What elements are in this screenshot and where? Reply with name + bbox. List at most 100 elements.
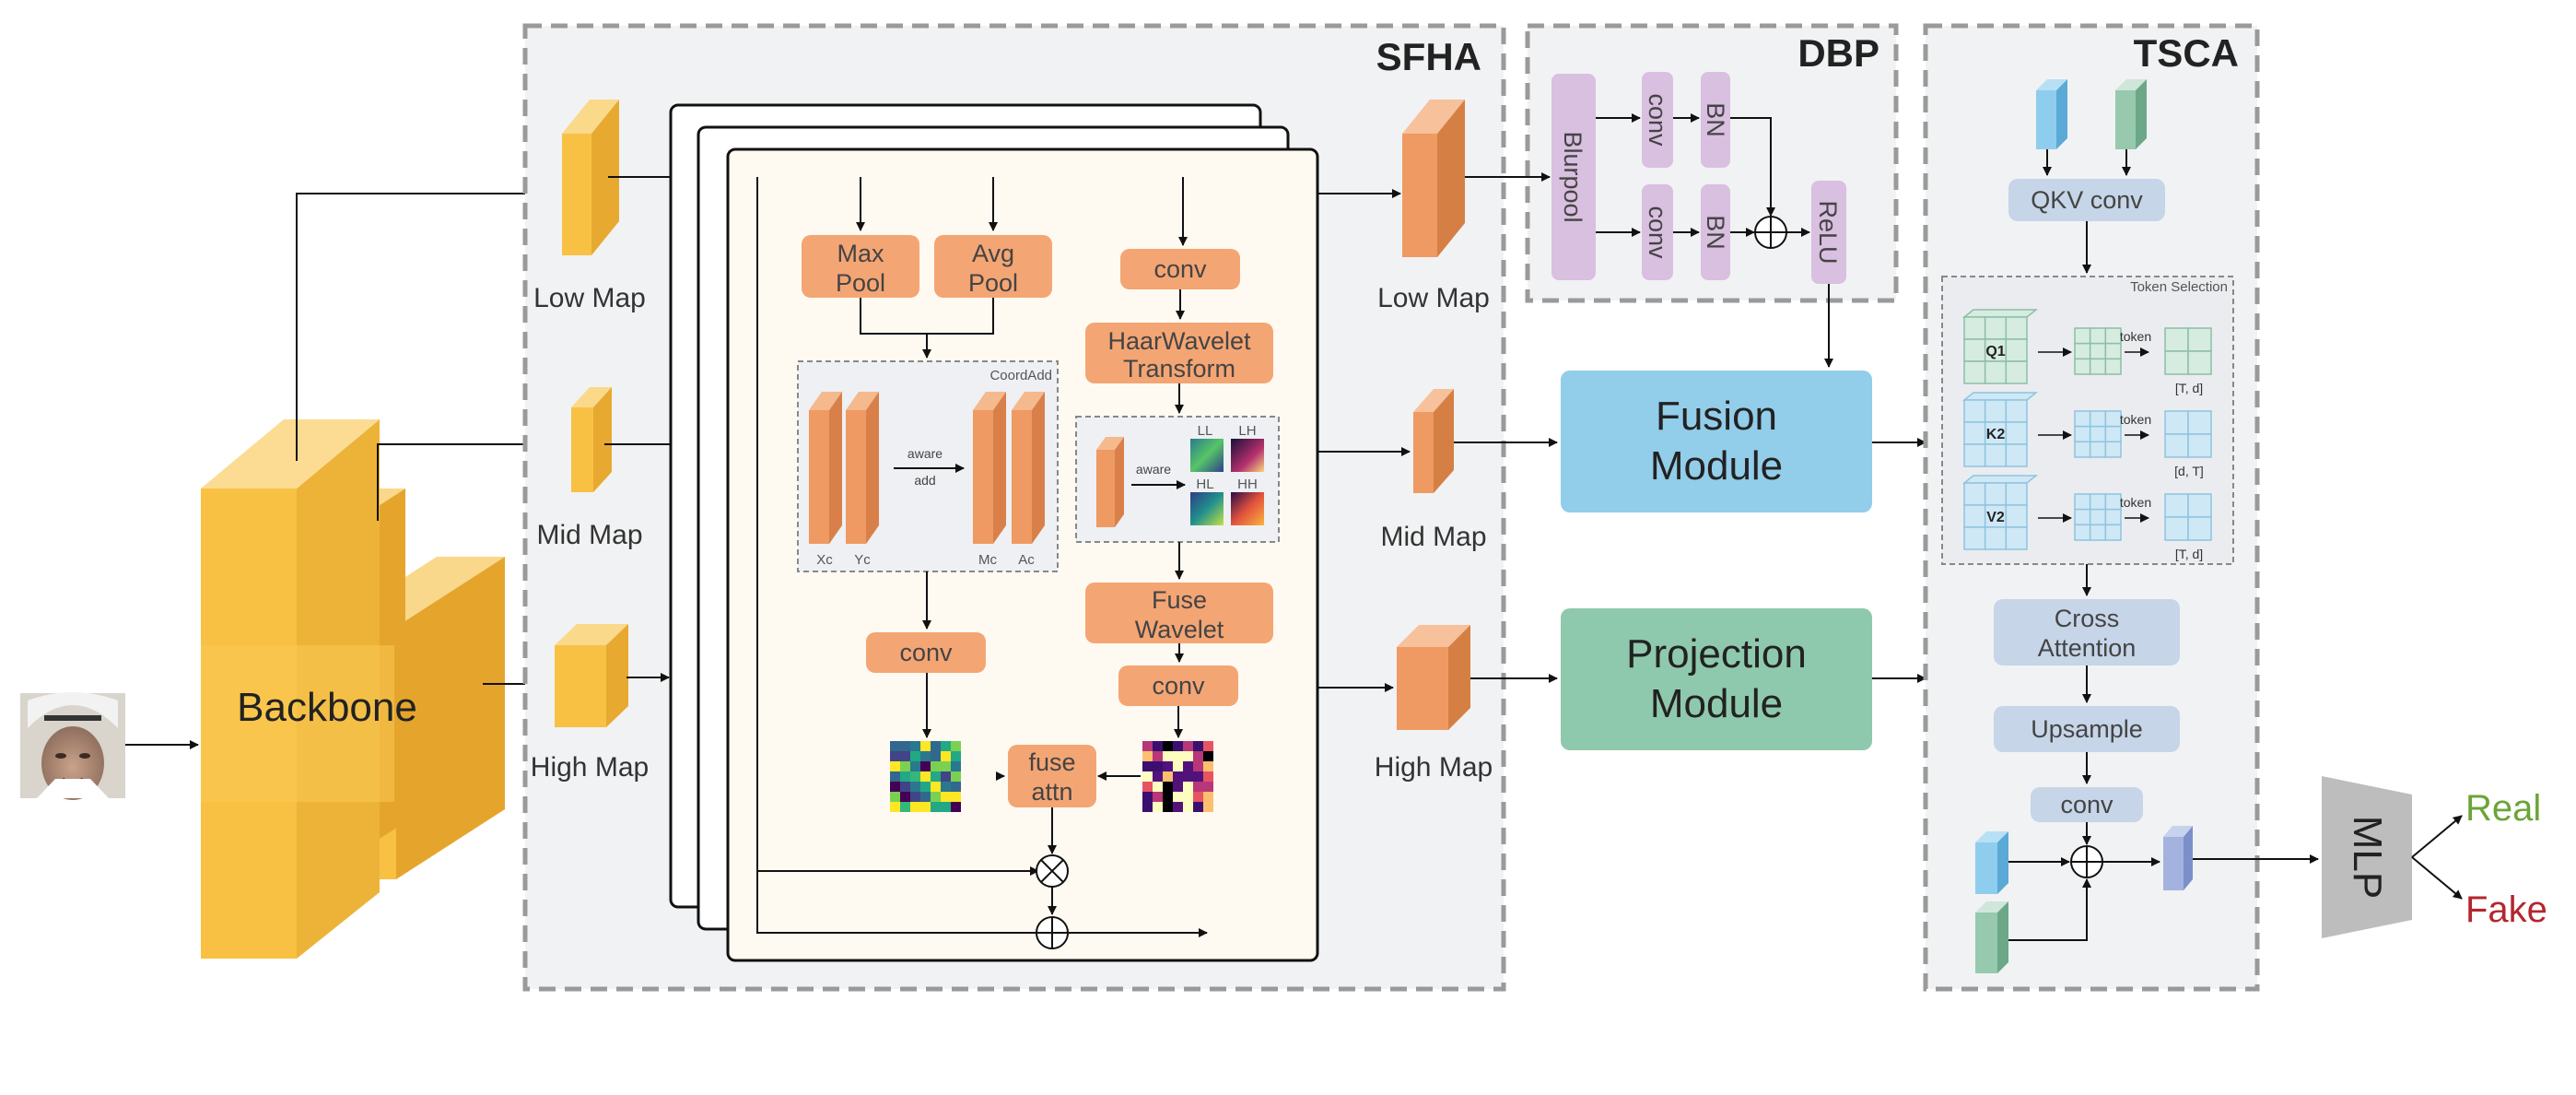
tsca-conv-box: [2031, 787, 2143, 822]
token-grid-cell: [2074, 508, 2091, 526]
dbp-conv1-label: conv: [1644, 93, 1671, 147]
token-grid-cell: [1963, 360, 1986, 384]
heatmap-right: [1142, 741, 1213, 812]
heatmap-cell: [920, 761, 931, 771]
mid-map-left-label: Mid Map: [536, 520, 642, 550]
token-grid-cell: [2089, 410, 2107, 428]
conv-left-box: [866, 632, 986, 673]
heatmap-cell: [910, 792, 920, 802]
heatmap-cell: [941, 792, 951, 802]
mlp-label: MLP: [2345, 816, 2390, 899]
heatmap-cell: [890, 792, 900, 802]
avg-pool-box: [934, 235, 1052, 298]
token-grid-cell: [1984, 443, 2008, 467]
heatmap-cell: [951, 771, 961, 782]
conv-right-box: [1118, 665, 1238, 706]
heatmap-cell: [1193, 771, 1203, 782]
token-row-name: Q1: [1985, 344, 2005, 359]
heatmap-cell: [900, 771, 910, 782]
token-grid-cell: [2187, 433, 2212, 458]
heatmap-cell: [931, 741, 941, 751]
coordadd-label: CoordAdd: [989, 368, 1052, 383]
heatmap-cell: [1203, 751, 1213, 761]
heatmap-cell: [1183, 751, 1193, 761]
heatmap-cell: [951, 802, 961, 812]
token-grid-cell: [2164, 410, 2189, 435]
upsample-label: Upsample: [2031, 715, 2143, 743]
heatmap-cell: [1173, 771, 1183, 782]
heatmap-cell: [920, 792, 931, 802]
dbp-conv1-box: [1642, 72, 1673, 168]
heatmap-cell: [951, 792, 961, 802]
heatmap-cell: [890, 771, 900, 782]
fuse-wavelet-box: [1085, 583, 1273, 643]
yc-label: Yc: [854, 552, 871, 568]
heatmap-cell: [1193, 782, 1203, 792]
max-pool-line1: Max: [837, 240, 884, 267]
heatmap-cell: [1153, 802, 1163, 812]
token-grid-cell: [2005, 504, 2028, 528]
token-grid-cell: [1984, 316, 2008, 340]
token-grid-cell: [2074, 524, 2091, 541]
heatmap-cell: [890, 751, 900, 761]
projection-line1: Projection: [1626, 631, 1807, 677]
heatmap-cell: [1163, 761, 1173, 771]
token-grid-cell: [2104, 524, 2122, 541]
token-grid-cell: [1963, 399, 1986, 423]
input-face-image: [20, 692, 125, 800]
heatmap-cell: [1183, 771, 1193, 782]
heatmap-cell: [1173, 761, 1183, 771]
aware-label: aware: [907, 446, 943, 461]
dbp-bn2-label: BN: [1702, 215, 1729, 250]
band-hl-label: HL: [1196, 477, 1213, 492]
token-grid-cell: [2074, 441, 2091, 458]
add-label: add: [914, 473, 935, 488]
token-row-name: K2: [1986, 427, 2006, 442]
wavelet-aware-label: aware: [1136, 462, 1171, 477]
heatmap-cell: [1173, 782, 1183, 792]
heatmap-cell: [1142, 771, 1153, 782]
fuse-wavelet-line1: Fuse: [1152, 586, 1207, 614]
heatmap-cell: [1153, 782, 1163, 792]
heatmap-cell: [900, 761, 910, 771]
xc-feature: [809, 392, 842, 544]
token-grid-cell: [2005, 316, 2028, 340]
projection-module: [1561, 608, 1872, 750]
heatmap-cell: [1142, 741, 1153, 751]
fusion-line2: Module: [1650, 443, 1783, 489]
add-op-sfha: [1036, 916, 1069, 949]
token-label: token: [2120, 329, 2151, 344]
heatmap-cell: [1183, 792, 1193, 802]
token-grid-cell: [2104, 508, 2122, 526]
dbp-title: DBP: [1797, 31, 1879, 75]
cross-attention-box: [1994, 599, 2180, 665]
token-label: token: [2120, 412, 2151, 427]
token-grid-cell: [2104, 441, 2122, 458]
heatmap-cell: [1163, 741, 1173, 751]
token-grid-cell: [2089, 493, 2107, 511]
heatmap-cell: [1193, 751, 1203, 761]
ac-feature: [1012, 392, 1045, 544]
heatmap-cell: [1173, 792, 1183, 802]
fusion-line1: Fusion: [1656, 394, 1777, 439]
conv-right-label: conv: [1152, 672, 1205, 700]
heatmap-cell: [900, 782, 910, 792]
backbone-label: Backbone: [237, 685, 417, 730]
dbp-conv2-label: conv: [1644, 206, 1671, 259]
heatmap-cell: [1163, 751, 1173, 761]
tsca-add-op: [2070, 845, 2103, 878]
heatmap-cell: [1183, 802, 1193, 812]
heatmap-cell: [931, 751, 941, 761]
token-grid-cell: [2074, 342, 2091, 360]
cross-attention-line2: Attention: [2038, 634, 2137, 662]
heatmap-cell: [931, 782, 941, 792]
max-pool-box: [802, 235, 919, 298]
dbp-bn1-box: [1701, 72, 1730, 168]
blurpool-box: [1551, 74, 1596, 280]
haar-line2: Transform: [1123, 355, 1235, 383]
token-grid-cell: [1984, 399, 2008, 423]
band-ll: [1190, 439, 1224, 472]
token-grid-cell: [2005, 443, 2028, 467]
